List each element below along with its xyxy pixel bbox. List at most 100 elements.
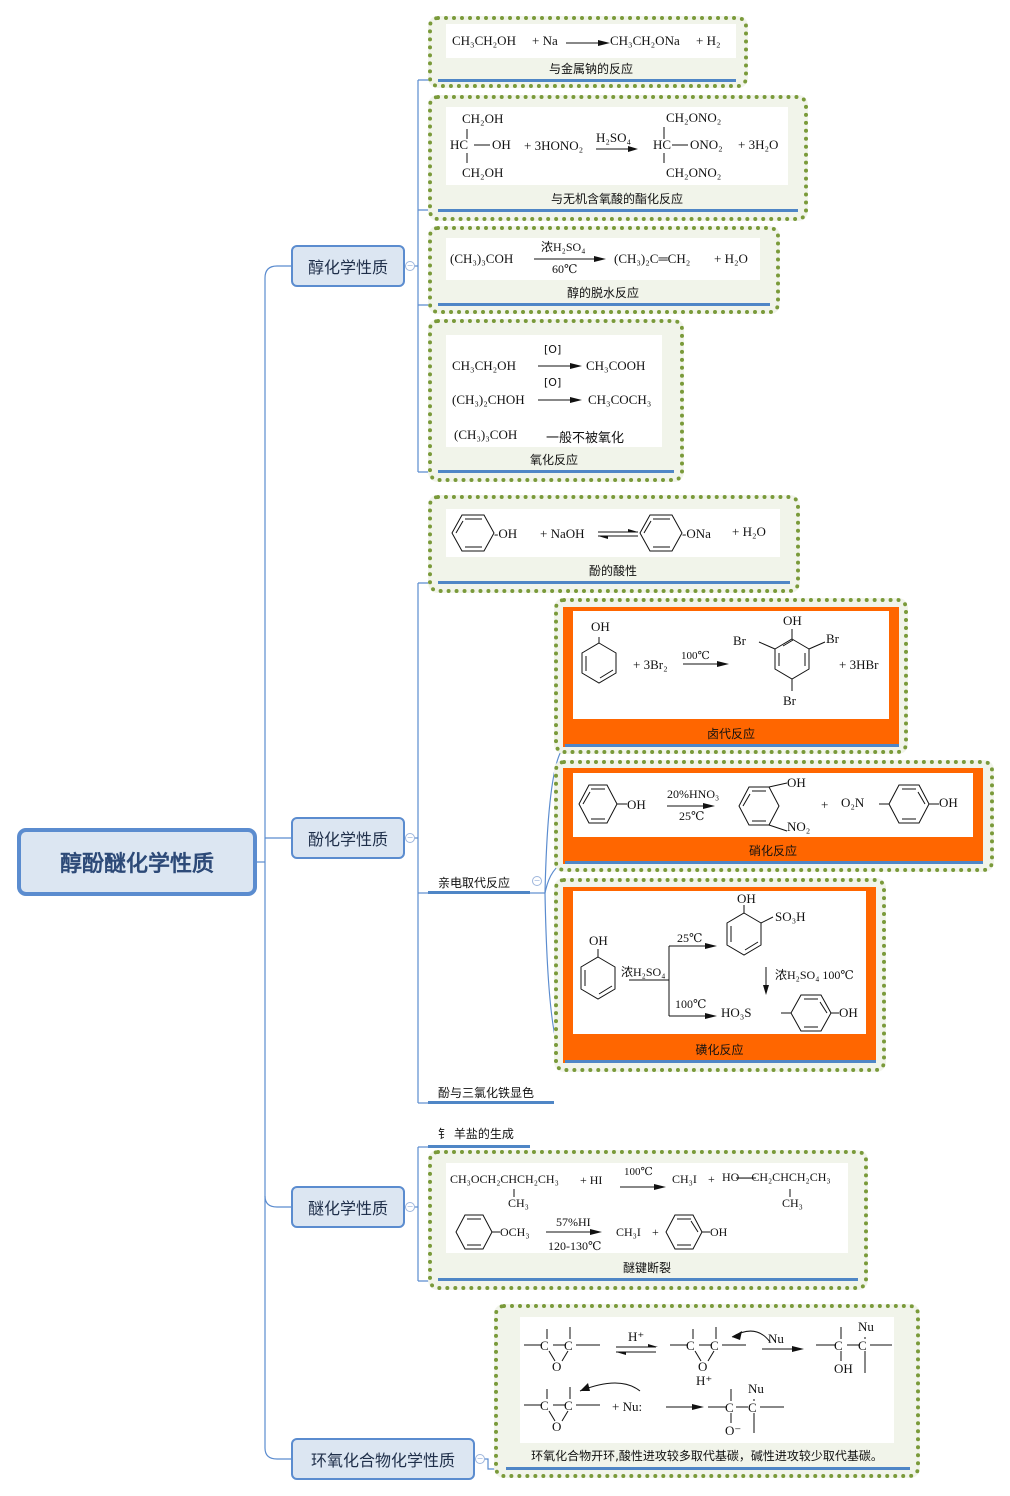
formula: CH₃COOH (586, 358, 646, 373)
node-underline (438, 303, 770, 306)
catalyst: H⁺ (628, 1329, 645, 1344)
molecule-drawing (455, 1177, 791, 1250)
node-underline (438, 209, 798, 212)
equation-image: CH₃CH₂OH [O] CH₃COOH (CH₃)₂CHOH [O] CH₃C… (446, 335, 662, 447)
topic-epoxide[interactable]: 环氧化合物化学性质 (291, 1438, 475, 1480)
equation-image: CH₂OH HC OH CH₂OH + 3HONO₂ H₂SO₄ CH₂ONO₂… (446, 107, 788, 185)
substituent: Br (733, 633, 746, 648)
atom: C (858, 1338, 867, 1353)
condition: 25℃ (677, 931, 703, 945)
formula: CH₃CH₂ONa (610, 33, 680, 48)
subtopic-eas[interactable]: 亲电取代反应 (438, 876, 511, 890)
collapse-toggle-icon[interactable]: − (475, 1454, 485, 1464)
collapse-toggle-icon[interactable]: − (405, 833, 415, 843)
atom: C (540, 1398, 549, 1413)
topic-alcohol[interactable]: 醇化学性质 (291, 245, 405, 287)
nucleophile: + Nu: (612, 1399, 643, 1414)
arrow-icon (538, 363, 582, 369)
root-title: 醇酚醚化学性质 (59, 852, 214, 877)
formula: CH₃I (616, 1225, 641, 1239)
formula: (CH₃)₂CHOH (452, 392, 525, 407)
formula: CH₂ONO₂ (666, 165, 722, 180)
formula: + H₂ (696, 33, 721, 48)
substituent: ‑OH (494, 526, 518, 541)
equation-image: CH₃CH₂OH + Na CH₃CH₂ONa + H₂ (446, 24, 736, 58)
node-caption: 醇的脱水反应 (566, 286, 639, 300)
substituent: OH (591, 619, 610, 634)
topic-label: 醚化学性质 (307, 1199, 388, 1218)
formula: HO—CH₂CHCH₂CH₃ (722, 1170, 831, 1184)
note: 一般不被氧化 (546, 431, 625, 446)
formula: + 3HONO₂ (524, 138, 584, 153)
formula: (CH₃)₂C═CH₂ (614, 251, 691, 266)
formula: + (821, 797, 829, 812)
substituent: OH (939, 795, 958, 810)
atom: C (686, 1338, 695, 1353)
formula: + NaOH (540, 526, 585, 541)
formula: (CH₃)₃COH (454, 427, 518, 442)
subtopic-oxonium[interactable]: 钅 羊盐的生成 (438, 1127, 514, 1141)
node-caption: 与金属钠的反应 (548, 62, 633, 76)
collapse-toggle-icon[interactable]: − (405, 1202, 415, 1212)
benzene-ring-icon (639, 514, 683, 552)
node-underline (438, 1278, 858, 1281)
formula: + HI (580, 1173, 603, 1187)
node-underline (565, 1060, 876, 1063)
node-caption: 硝化反应 (748, 844, 797, 858)
formula: + 3HBr (839, 657, 879, 672)
nucleophile: Nu (748, 1381, 764, 1396)
formula: + 3Br₂ (633, 657, 668, 672)
condition: 20%HNO₃ (667, 787, 720, 801)
formula: OH (492, 137, 511, 152)
condition: 浓H₂SO₄ 100℃ (775, 968, 854, 982)
condition: 120-130℃ (548, 1239, 602, 1253)
bond-lines (466, 127, 688, 163)
formula: CH₃COCH₃ (588, 392, 652, 407)
node-underline (565, 861, 983, 864)
benzene-ring-icon (451, 514, 495, 552)
topic-label: 醇化学性质 (307, 258, 388, 277)
condition: 60℃ (552, 262, 578, 276)
formula: + 3H₂O (738, 137, 779, 152)
node-underline (438, 79, 736, 82)
formula: HC (653, 137, 672, 152)
condition: [O] (544, 376, 562, 389)
collapse-toggle-icon[interactable]: − (532, 876, 542, 886)
node-caption: 卤代反应 (706, 727, 755, 741)
condition: 100℃ (681, 650, 710, 662)
topic-label: 环氧化合物化学性质 (310, 1451, 455, 1470)
subtopic-fecl3[interactable]: 酚与三氯化铁显色 (438, 1086, 535, 1100)
formula: + H₂O (714, 251, 748, 266)
equation-image: CH₃OCH₂CHCH₂CH₃ CH₃ + HI 100℃ CH₃I + HO—… (446, 1163, 848, 1253)
substituent: OH (627, 797, 646, 812)
condition: 100℃ (624, 1166, 653, 1178)
root-topic[interactable]: 醇酚醚化学性质 (17, 828, 257, 896)
arrow-icon (566, 40, 610, 46)
node-underline (428, 1101, 554, 1104)
atom: C (564, 1398, 573, 1413)
formula: CH₃ (508, 1196, 529, 1210)
substituent: O₂N (841, 795, 865, 810)
formula: (CH₃)₃COH (450, 251, 514, 266)
condition: 25℃ (679, 809, 705, 823)
formula: CH₃ (782, 1196, 803, 1210)
equation-image: OH 20%HNO₃ 25℃ OH NO₂ + O₂N OH (573, 773, 973, 837)
topic-phenol[interactable]: 酚化学性质 (291, 817, 405, 859)
node-underline (565, 744, 899, 747)
node-underline (428, 1145, 530, 1148)
substituent: NO₂ (787, 819, 811, 834)
substituent: OH (710, 1225, 728, 1239)
arrow-icon (538, 397, 582, 403)
atom: C (710, 1338, 719, 1353)
condition: 浓H₂SO₄ (621, 965, 666, 979)
collapse-toggle-icon[interactable]: − (405, 261, 415, 271)
substituent: ‑ONa (682, 526, 711, 541)
substituent: OH (787, 775, 806, 790)
formula: ONO₂ (690, 137, 723, 152)
atom: C (725, 1400, 734, 1415)
topic-ether[interactable]: 醚化学性质 (291, 1186, 405, 1228)
arrow-icon (534, 256, 606, 262)
condition: 57%HI (556, 1215, 591, 1229)
topic-label: 酚化学性质 (307, 830, 388, 849)
condition: 100℃ (675, 997, 707, 1011)
